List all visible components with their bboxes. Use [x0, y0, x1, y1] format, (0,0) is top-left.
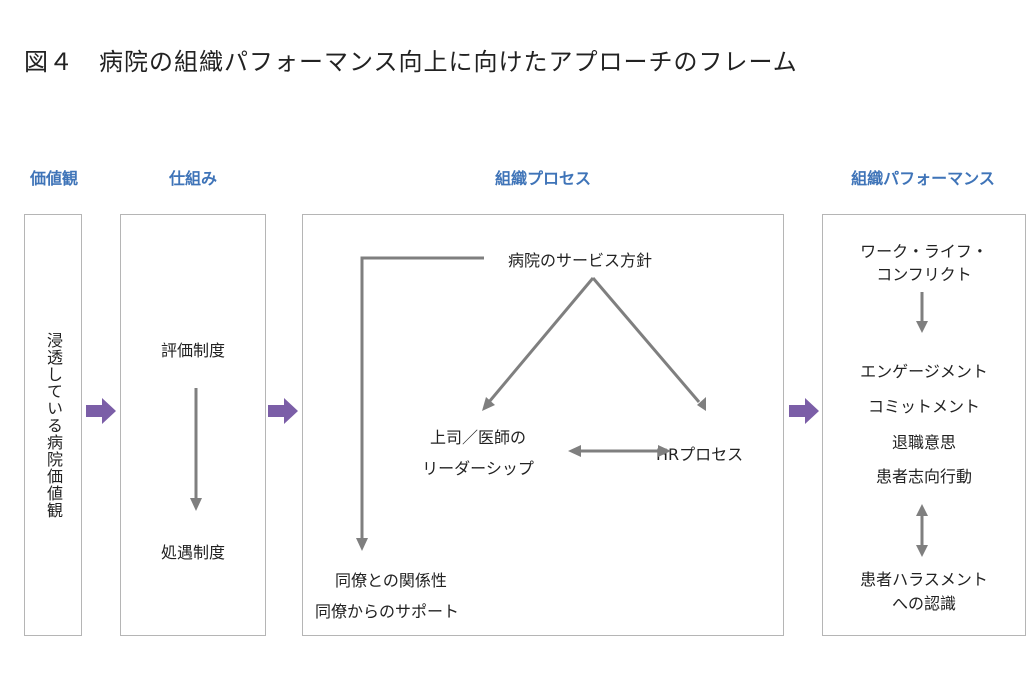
- work-life-conflict-line2: コンフリクト: [876, 265, 972, 284]
- column-header-systems: 仕組み: [168, 169, 217, 188]
- colleague-support-label: 同僚からのサポート: [315, 602, 460, 621]
- values-box: 浸透している病院価値観: [24, 214, 82, 636]
- patient-harassment-line2: への認識: [891, 594, 956, 613]
- figure-title: 図４ 病院の組織パフォーマンス向上に向けたアプローチのフレーム: [24, 48, 798, 76]
- commitment-label: コミットメント: [867, 397, 980, 416]
- process-box: 病院のサービス方針 上司／医師の リーダーシップ HRプロセス 同僚との関係性 …: [302, 214, 784, 636]
- evaluation-system-label: 評価制度: [160, 341, 225, 360]
- patient-oriented-behavior-label: 患者志向行動: [875, 467, 972, 486]
- service-policy-label: 病院のサービス方針: [508, 251, 653, 270]
- flow-arrow-values-to-systems: [86, 398, 116, 424]
- flow-arrow-systems-to-process: [268, 398, 298, 424]
- colleague-relationship-label: 同僚との関係性: [335, 571, 447, 590]
- compensation-system-label: 処遇制度: [160, 543, 225, 562]
- performance-box: ワーク・ライフ・ コンフリクト エンゲージメント コミットメント 退職意思 患者…: [822, 214, 1026, 636]
- systems-box: 評価制度 処遇制度: [120, 214, 266, 636]
- column-header-performance: 組織パフォーマンス: [851, 169, 995, 188]
- work-life-conflict-line1: ワーク・ライフ・: [860, 242, 988, 261]
- column-header-values: 価値観: [29, 169, 78, 188]
- flow-arrow-process-to-performance: [789, 398, 819, 424]
- patient-harassment-line1: 患者ハラスメント: [860, 570, 988, 589]
- column-header-process: 組織プロセス: [494, 169, 591, 188]
- leadership-label-line1: 上司／医師の: [429, 428, 526, 447]
- hr-process-label: HRプロセス: [656, 445, 744, 464]
- shared-hospital-values-text: 浸透している病院価値観: [44, 331, 63, 519]
- turnover-intention-label: 退職意思: [891, 433, 956, 452]
- engagement-label: エンゲージメント: [860, 362, 988, 381]
- leadership-label-line2: リーダーシップ: [422, 459, 534, 478]
